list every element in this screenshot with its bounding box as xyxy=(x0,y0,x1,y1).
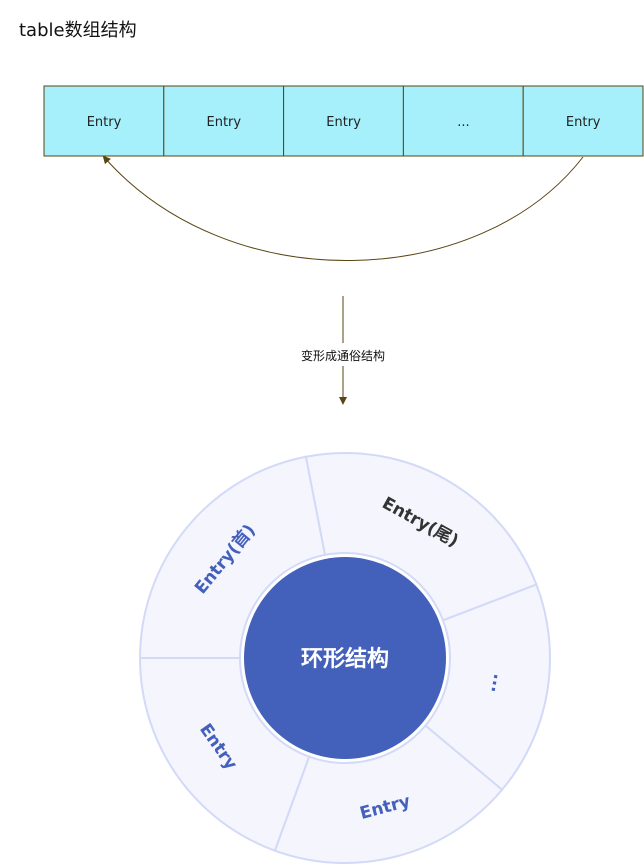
diagram-title: table数组结构 xyxy=(19,20,137,41)
table-cell-label: Entry xyxy=(87,115,122,130)
table-cell-label: Entry xyxy=(326,115,361,130)
table-cell-label: ... xyxy=(457,115,469,130)
table-array: Entry Entry Entry... Entry xyxy=(43,85,644,157)
table-cell-label: Entry xyxy=(207,115,242,130)
center-circle xyxy=(244,557,446,759)
table-cell xyxy=(522,85,644,157)
table-cell-label: Entry xyxy=(566,115,601,130)
wraparound-arrow xyxy=(102,155,584,261)
transform-label: 变形成通俗结构 xyxy=(301,348,385,363)
ring-segment-label: ... xyxy=(486,672,509,695)
center-label: 环形结构 xyxy=(301,646,389,672)
table-cell xyxy=(163,85,285,157)
